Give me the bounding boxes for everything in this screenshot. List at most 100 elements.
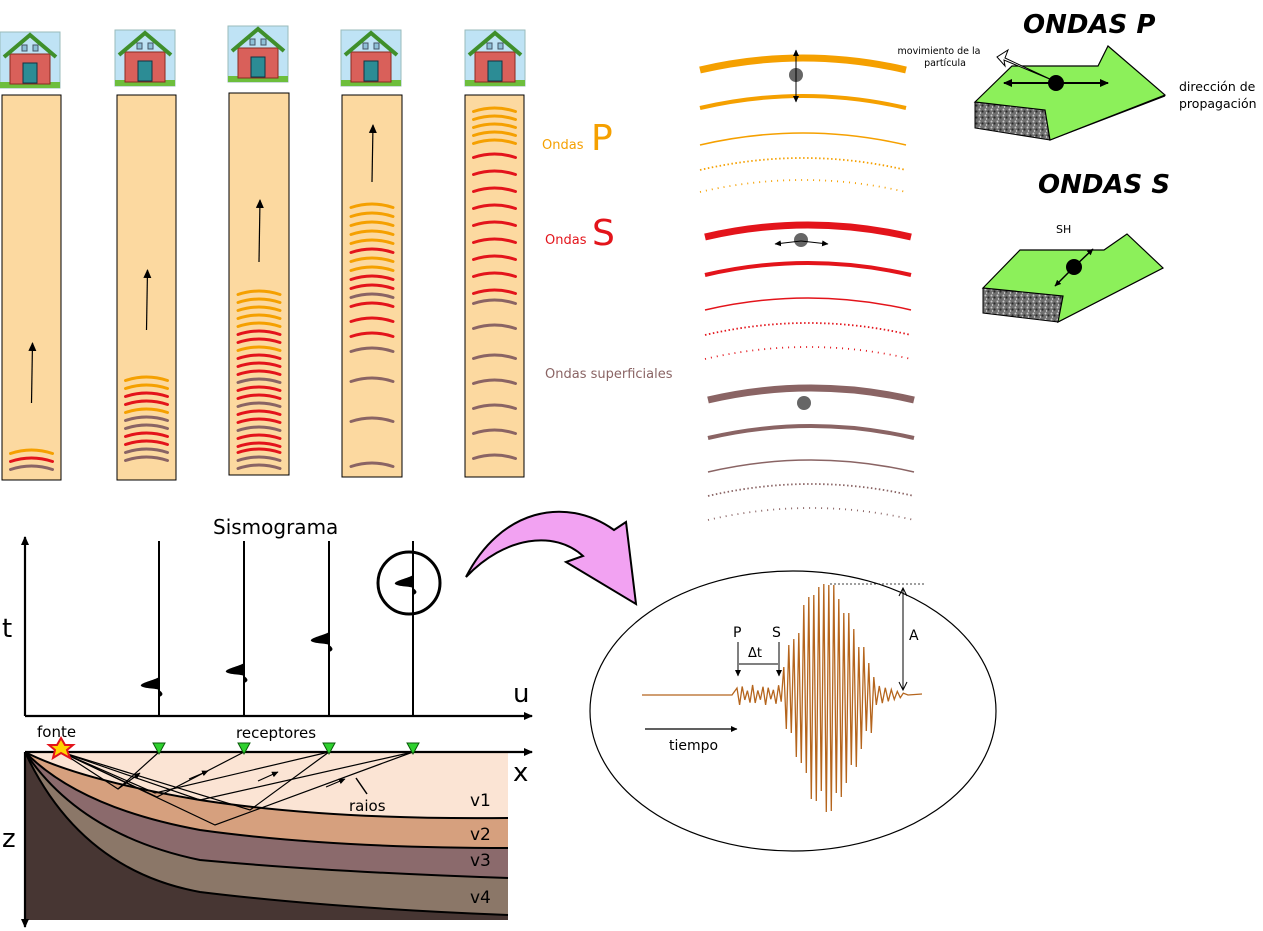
column-wavefront: [472, 237, 517, 244]
legend-p-prefix: Ondas: [542, 138, 584, 153]
column-wavefront: [124, 431, 169, 438]
column-wavefront: [236, 385, 282, 392]
column-wavefront: [472, 403, 517, 410]
house-window: [136, 42, 143, 50]
column-wavefront: [472, 323, 517, 330]
source-label: fonte: [37, 723, 76, 741]
wave-column: [464, 94, 525, 478]
legend-p-letter: P: [591, 118, 613, 159]
column-wavefront: [349, 346, 395, 353]
wave-column: [341, 94, 403, 478]
fan-wavefront: [704, 221, 912, 241]
column-wavefront: [124, 391, 169, 398]
house-window: [497, 42, 504, 50]
fan-particle: [797, 396, 811, 410]
house-window: [249, 38, 256, 46]
fan-wavefront: [704, 322, 912, 336]
receivers: [152, 742, 420, 756]
house-icon: [227, 25, 289, 83]
fan-wavefront: [699, 132, 907, 146]
ray-arrow: [257, 771, 279, 782]
fan-wavefront: [704, 297, 912, 311]
house-icon: [0, 31, 61, 89]
s-wave-block: ONDAS S SH: [981, 170, 1170, 324]
column-wavefront: [472, 453, 517, 460]
column-wavefront: [349, 416, 395, 423]
time-label: tiempo: [669, 738, 718, 754]
z-axis-label: z: [2, 824, 16, 854]
column-wavefront: [236, 463, 282, 470]
u-axis-label: u: [513, 679, 529, 709]
house-roof: [467, 30, 523, 57]
house-grass: [465, 80, 525, 86]
column-wavefront: [349, 229, 395, 236]
house-grass: [115, 80, 175, 86]
column-wavefront: [124, 423, 169, 430]
house-door: [487, 60, 503, 82]
house-window: [486, 42, 493, 50]
house-roof: [230, 26, 286, 53]
house-window: [147, 42, 154, 50]
column-wavefront: [472, 378, 517, 385]
layer-label-v2: v2: [470, 825, 491, 845]
column-wavefront: [236, 447, 282, 454]
column-wavefront: [472, 271, 517, 278]
column-wavefront: [236, 289, 282, 296]
column-wavefront: [349, 256, 395, 263]
t-axis-label: t: [2, 614, 12, 644]
column-wavefront: [349, 220, 395, 227]
column-wavefront: [472, 288, 517, 295]
column-wavefront: [236, 345, 282, 352]
fan-wavefront: [707, 424, 915, 440]
ray-path: [60, 751, 414, 801]
column-wavefront: [236, 455, 282, 462]
house-window: [362, 42, 369, 50]
column-wavefront: [124, 383, 169, 390]
column-wavefront: [349, 283, 395, 290]
trace-wiggle: [225, 663, 248, 683]
column-wavefront: [472, 138, 517, 145]
column-wavefront: [349, 301, 395, 308]
column-wavefront: [236, 305, 282, 312]
column-wavefront: [472, 186, 517, 193]
column-wavefront: [349, 247, 395, 254]
house-door: [22, 62, 38, 84]
column-wavefront: [349, 274, 395, 281]
propagation-arrow: [368, 124, 377, 183]
fan-wavefront: [699, 179, 907, 193]
fan-wavefront: [707, 483, 915, 497]
column-wavefront: [472, 220, 517, 227]
fan-wavefront: [699, 157, 907, 171]
p-arrival-label: P: [733, 625, 741, 641]
zoom-arrow: [465, 510, 638, 606]
s-block-title: ONDAS S: [1038, 170, 1170, 200]
column-wavefront: [349, 292, 395, 299]
column-wavefront: [472, 114, 517, 121]
column-wavefront: [349, 202, 395, 209]
column-wavefront: [124, 375, 169, 382]
house-window: [260, 38, 267, 46]
column-wavefront: [349, 316, 395, 323]
seismogram-traces: [140, 541, 417, 716]
column-wavefront: [472, 152, 517, 159]
house-door: [250, 56, 266, 78]
wave-column: [116, 94, 177, 481]
layer-label-v1: v1: [470, 791, 491, 811]
column-wavefront: [124, 407, 169, 414]
legend-s-letter: S: [592, 213, 615, 254]
propagation-arrow: [143, 269, 152, 331]
column-wavefront: [472, 203, 517, 210]
house-window: [373, 42, 380, 50]
receiver-triangle-icon: [322, 742, 336, 756]
column-wavefront: [349, 211, 395, 218]
fan-arrow: [774, 240, 802, 247]
fan-wavefront: [707, 459, 915, 473]
house-door: [137, 60, 153, 82]
p-block-movement-line2: partícula: [924, 58, 966, 69]
ray-path: [60, 751, 330, 794]
column-wavefront: [236, 369, 282, 376]
rays-label: raios: [349, 797, 386, 815]
house-roof: [2, 32, 58, 59]
